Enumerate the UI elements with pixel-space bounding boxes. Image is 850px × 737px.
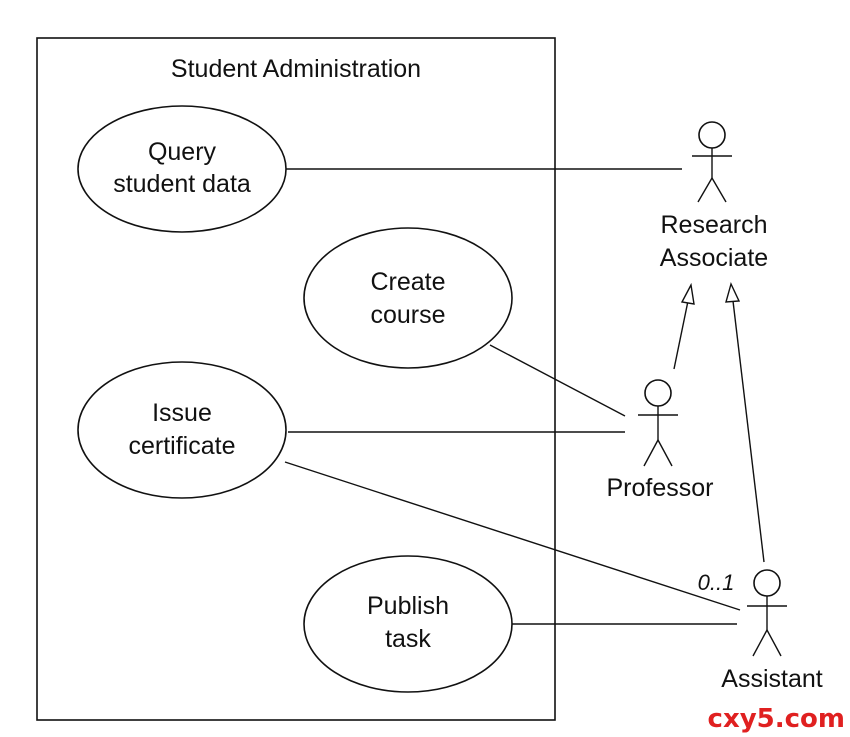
- stick-figure-icon: [692, 121, 732, 203]
- actor-assistant[interactable]: Assistant: [721, 569, 823, 693]
- use-case-ellipse: [303, 227, 513, 369]
- actor-label: Assistant: [721, 665, 822, 693]
- stick-figure-icon: [638, 379, 678, 467]
- actor-label: Professor: [607, 474, 714, 502]
- actor-professor[interactable]: Professor: [607, 379, 714, 502]
- use-case-ellipse: [77, 105, 287, 233]
- use-case-label: Issue: [152, 399, 212, 427]
- use-case-ellipse: [303, 555, 513, 693]
- use-case-label: Create: [370, 268, 445, 296]
- use-case-create-course[interactable]: Create course: [303, 227, 513, 369]
- use-case-label: Publish: [367, 592, 449, 620]
- use-case-label: certificate: [129, 432, 236, 460]
- multiplicity-label: 0..1: [698, 570, 735, 595]
- assoc-issue-assistant: [284, 461, 741, 611]
- actor-label: Research: [661, 211, 768, 239]
- actor-research-associate[interactable]: Research Associate: [660, 121, 768, 272]
- use-case-issue-certificate[interactable]: Issue certificate: [77, 361, 287, 499]
- system-title: Student Administration: [171, 55, 421, 83]
- use-case-publish-task[interactable]: Publish task: [303, 555, 513, 693]
- use-case-label: student data: [113, 170, 251, 198]
- generalization-arrowhead-professor: [680, 282, 695, 305]
- generalization-arrowhead-assistant: [725, 281, 741, 303]
- actor-label: Associate: [660, 244, 768, 272]
- use-case-label: course: [370, 301, 445, 329]
- use-case-ellipse: [77, 361, 287, 499]
- use-case-label: task: [385, 625, 431, 653]
- generalization-professor-line: [673, 300, 689, 370]
- stick-figure-icon: [747, 569, 787, 657]
- watermark: cxy5.com: [708, 704, 845, 734]
- assoc-create-professor: [489, 344, 626, 417]
- use-case-label: Query: [148, 138, 217, 166]
- use-case-query-student-data[interactable]: Query student data: [77, 105, 287, 233]
- generalization-assistant-line: [732, 300, 765, 563]
